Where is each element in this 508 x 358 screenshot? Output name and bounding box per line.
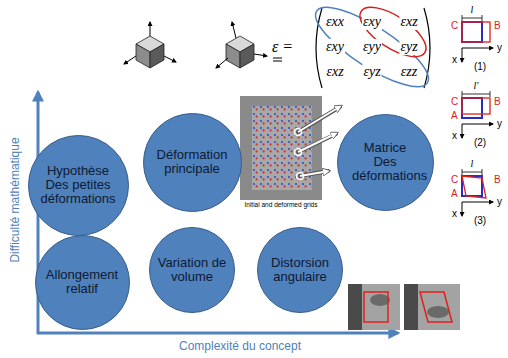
photo-caption: Initial and deformed grids bbox=[245, 201, 318, 208]
specimen-photo bbox=[348, 284, 460, 330]
matrix-entry: εxz bbox=[399, 14, 418, 30]
matrix-entry: εyy bbox=[362, 39, 382, 55]
concept-circle: Allongement relatif bbox=[35, 235, 130, 330]
dimension-label: l bbox=[471, 158, 474, 170]
axis-label: x bbox=[452, 208, 457, 220]
axis-label: x bbox=[452, 54, 457, 66]
matrix-entry: εxx bbox=[325, 14, 345, 30]
axis-title: Difficulté mathématique bbox=[9, 137, 23, 262]
matrix-entry: εxz bbox=[325, 64, 344, 80]
concept-circle: Matrice Des déformations bbox=[337, 114, 434, 211]
axis-label: y bbox=[497, 196, 502, 208]
figure-number: (2) bbox=[474, 137, 486, 149]
matrix-entry: εyz bbox=[362, 64, 381, 80]
concept-text: Variation de volume bbox=[157, 256, 227, 285]
matrix-entry: εyz bbox=[399, 39, 418, 55]
concept-circle: Déformation principale bbox=[143, 113, 242, 212]
concept-circle: Distorsion angulaire bbox=[257, 227, 343, 313]
concept-text: Matrice Des déformations bbox=[352, 141, 418, 184]
point-label: A bbox=[451, 110, 458, 122]
axis-label: y bbox=[497, 42, 502, 54]
concept-circle: Hypothèse Des petites déformations bbox=[28, 135, 129, 236]
matrix-symbol: ε = bbox=[272, 38, 293, 56]
cube-icon bbox=[216, 22, 267, 68]
matrix-entry: εxy bbox=[362, 14, 382, 30]
point-label: C bbox=[451, 20, 458, 32]
axis-title: Complexité du concept bbox=[179, 340, 301, 354]
concept-text: Distorsion angulaire bbox=[265, 256, 335, 285]
axis-label: y bbox=[497, 118, 502, 130]
matrix-entry: εzz bbox=[400, 64, 418, 80]
cube-icon bbox=[124, 22, 176, 68]
point-label: A bbox=[451, 188, 458, 200]
strain-matrix bbox=[273, 0, 438, 100]
point-label: B bbox=[494, 96, 501, 108]
deformation-figure bbox=[462, 91, 493, 138]
concept-text: Déformation principale bbox=[150, 148, 234, 177]
concept-text: Hypothèse Des petites déformations bbox=[38, 164, 118, 207]
concept-circle: Variation de volume bbox=[149, 227, 235, 313]
figure-number: (3) bbox=[474, 215, 486, 227]
dimension-label: l' bbox=[474, 80, 479, 92]
point-label: B bbox=[494, 174, 501, 186]
point-label: C bbox=[451, 174, 458, 186]
point-label: C bbox=[451, 96, 458, 108]
deformation-figure bbox=[462, 15, 493, 62]
dimension-label: l bbox=[471, 4, 474, 16]
deformation-figure bbox=[462, 169, 493, 216]
figure-number: (1) bbox=[474, 61, 486, 73]
axis-label: x bbox=[452, 130, 457, 142]
grid-photo bbox=[240, 96, 341, 200]
matrix-entry: εxy bbox=[325, 39, 345, 55]
point-label: B bbox=[494, 20, 501, 32]
concept-text: Allongement relatif bbox=[42, 268, 122, 297]
